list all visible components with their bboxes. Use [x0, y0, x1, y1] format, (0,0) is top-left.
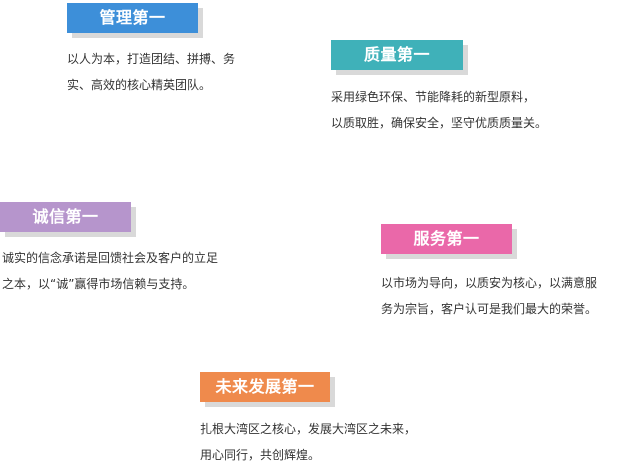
value-future-development-tag: 未来发展第一	[200, 372, 330, 402]
description-line: 以质取胜，确保安全，坚守优质质量关。	[331, 116, 548, 130]
description-line: 实、高效的核心精英团队。	[67, 78, 212, 92]
value-future-development-description: 扎根大湾区之核心，发展大湾区之未来， 用心同行，共创辉煌。	[200, 416, 416, 468]
description-line: 以市场为导向，以质安为核心，以满意服	[381, 276, 598, 290]
description-line: 务为宗旨，客户认可是我们最大的荣誉。	[381, 302, 598, 316]
value-integrity-tag: 诚信第一	[0, 202, 131, 232]
value-service-tag: 服务第一	[381, 224, 512, 254]
description-line: 用心同行，共创辉煌。	[200, 448, 321, 462]
value-quality-description: 采用绿色环保、节能降耗的新型原料， 以质取胜，确保安全，坚守优质质量关。	[331, 84, 547, 136]
value-quality-tag: 质量第一	[331, 40, 463, 70]
description-line: 扎根大湾区之核心，发展大湾区之未来，	[200, 422, 417, 436]
description-line: 诚实的信念承诺是回馈社会及客户的立足	[2, 251, 219, 265]
description-line: 以人为本，打造团结、拼搏、务	[67, 52, 236, 66]
description-line: 之本，以“诚”赢得市场信赖与支持。	[2, 277, 195, 291]
description-line: 采用绿色环保、节能降耗的新型原料，	[331, 90, 536, 104]
value-management-tag: 管理第一	[67, 3, 198, 33]
value-management-description: 以人为本，打造团结、拼搏、务 实、高效的核心精英团队。	[67, 46, 235, 98]
value-service-description: 以市场为导向，以质安为核心，以满意服 务为宗旨，客户认可是我们最大的荣誉。	[381, 270, 597, 322]
value-integrity-description: 诚实的信念承诺是回馈社会及客户的立足 之本，以“诚”赢得市场信赖与支持。	[2, 245, 218, 297]
